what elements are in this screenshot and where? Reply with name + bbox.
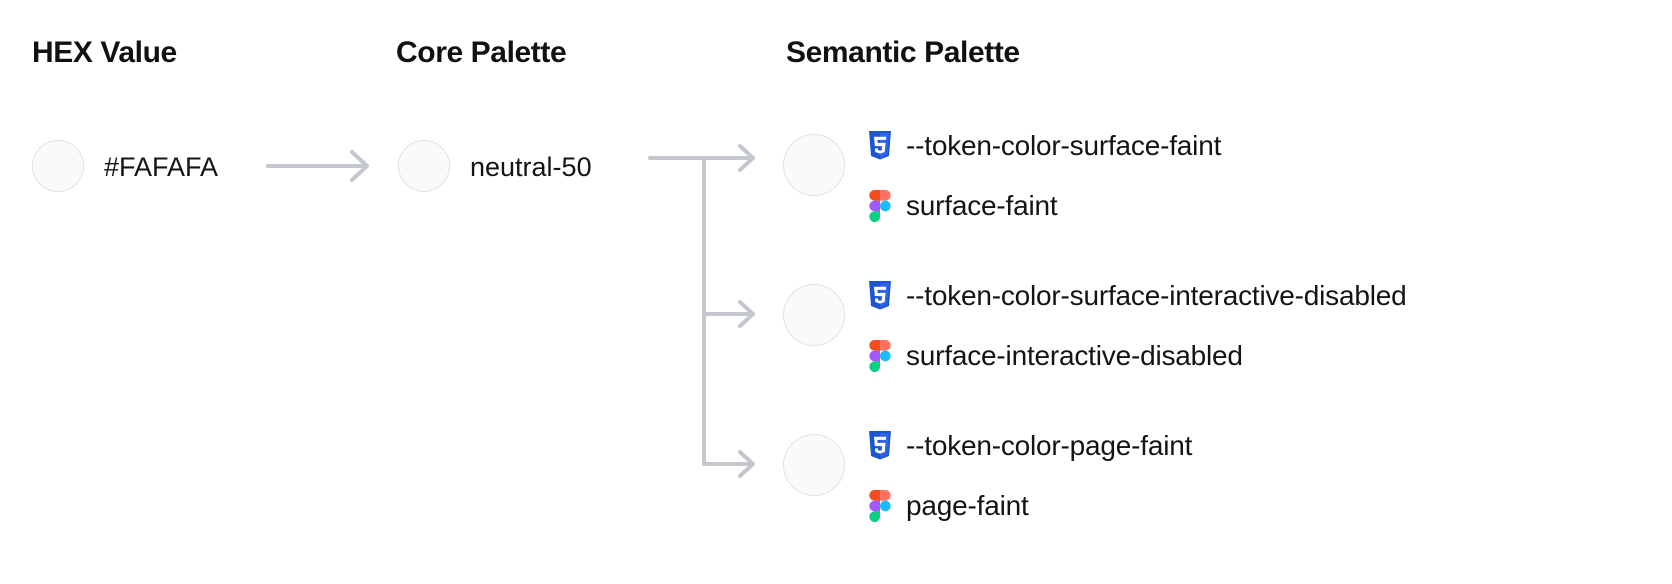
core-palette-label: neutral-50	[470, 152, 592, 182]
semantic-token-group-2: --token-color-page-faint page-faint	[866, 416, 1192, 536]
semantic-token-group-0: --token-color-surface-faint surface-fain…	[866, 116, 1221, 236]
figma-name-row-0[interactable]: surface-faint	[866, 176, 1221, 236]
figma-name-row-2[interactable]: page-faint	[866, 476, 1192, 536]
branch-2-head	[738, 300, 755, 328]
figma-name-label-2: page-faint	[906, 490, 1029, 521]
css-variable-row-0[interactable]: --token-color-surface-faint	[866, 116, 1221, 176]
css-variable-label-0: --token-color-surface-faint	[906, 130, 1222, 161]
css3-icon	[866, 430, 894, 462]
figma-name-label-0: surface-faint	[906, 190, 1058, 221]
column-title-hex-value: HEX Value	[32, 36, 177, 69]
figma-name-label-1: surface-interactive-disabled	[906, 340, 1243, 371]
css3-icon	[866, 130, 894, 162]
arrow-hex-to-core-head	[350, 150, 369, 182]
hex-value-label: #FAFAFA	[104, 152, 219, 182]
css3-icon	[866, 280, 894, 312]
figma-icon	[866, 490, 894, 522]
swatch-core-palette[interactable]	[398, 140, 450, 192]
semantic-token-group-1: --token-color-surface-interactive-disabl…	[866, 266, 1407, 386]
css-variable-row-2[interactable]: --token-color-page-faint	[866, 416, 1192, 476]
css-variable-row-1[interactable]: --token-color-surface-interactive-disabl…	[866, 266, 1407, 326]
figma-icon	[866, 340, 894, 372]
branch-3-head	[738, 450, 755, 478]
swatch-hex-value[interactable]	[32, 140, 84, 192]
swatch-semantic-token-1[interactable]	[783, 284, 845, 346]
column-title-core-palette: Core Palette	[396, 36, 567, 69]
column-title-semantic-palette: Semantic Palette	[786, 36, 1020, 69]
figma-icon	[866, 190, 894, 222]
branch-1-head	[738, 144, 755, 172]
figma-name-row-1[interactable]: surface-interactive-disabled	[866, 326, 1406, 386]
css-variable-label-1: --token-color-surface-interactive-disabl…	[906, 280, 1407, 311]
css-variable-label-2: --token-color-page-faint	[906, 430, 1193, 461]
swatch-semantic-token-0[interactable]	[783, 134, 845, 196]
swatch-semantic-token-2[interactable]	[783, 434, 845, 496]
